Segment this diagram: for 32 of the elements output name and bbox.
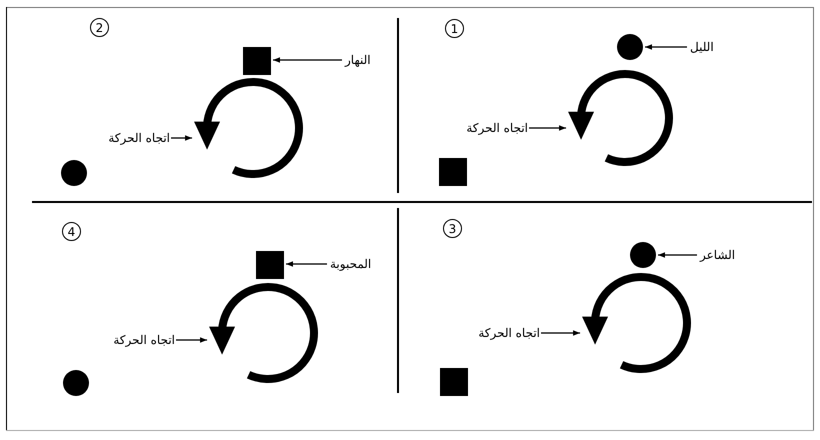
filled-square (439, 158, 467, 186)
label: الليل (690, 39, 714, 55)
label: المحبوبة (330, 256, 372, 272)
direction-label: اتجاه الحركة (108, 130, 170, 146)
callout-number: 2 (90, 18, 109, 37)
circular-arrow (209, 283, 318, 383)
filled-circle (617, 34, 643, 60)
callout-number: 3 (443, 219, 462, 238)
leader-line (645, 44, 687, 50)
label: النهار (345, 52, 371, 68)
leader-line (176, 337, 208, 343)
callout-number: 1 (445, 19, 464, 38)
circular-arrow (194, 78, 303, 178)
circular-arrow (582, 273, 691, 373)
circular-arrow (568, 70, 673, 166)
filled-square (440, 368, 468, 396)
filled-circle (630, 242, 656, 268)
direction-label: اتجاه الحركة (466, 120, 528, 136)
direction-label: اتجاه الحركة (113, 332, 175, 348)
leader-line (171, 135, 192, 141)
leader-line (658, 252, 697, 258)
filled-square (256, 251, 284, 279)
leader-line (273, 57, 342, 63)
callout-number: 4 (62, 222, 81, 241)
leader-line (286, 261, 327, 267)
filled-circle (63, 370, 89, 396)
label: الشاعر (700, 247, 736, 263)
leader-line (529, 125, 566, 131)
leader-line (541, 330, 580, 336)
direction-label: اتجاه الحركة (478, 325, 540, 341)
filled-square (243, 47, 271, 75)
filled-circle (61, 160, 87, 186)
